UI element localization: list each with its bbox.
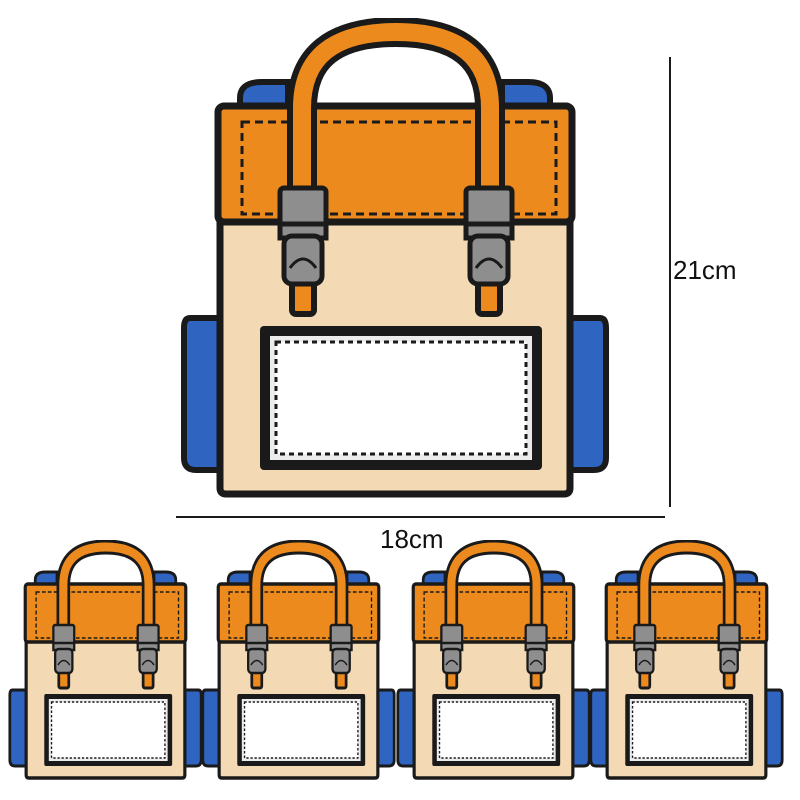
backpack-thumbnail-1 xyxy=(8,540,203,780)
backpack-thumbnail-2 xyxy=(201,540,396,780)
height-dimension-label: 21cm xyxy=(673,255,737,285)
height-dimension-line xyxy=(669,57,671,507)
width-dimension-line xyxy=(176,516,665,518)
backpack-thumbnail-4 xyxy=(589,540,784,780)
backpack-main-illustration xyxy=(180,18,610,498)
backpack-thumbnail-3 xyxy=(396,540,591,780)
width-dimension-label: 18cm xyxy=(380,524,444,554)
